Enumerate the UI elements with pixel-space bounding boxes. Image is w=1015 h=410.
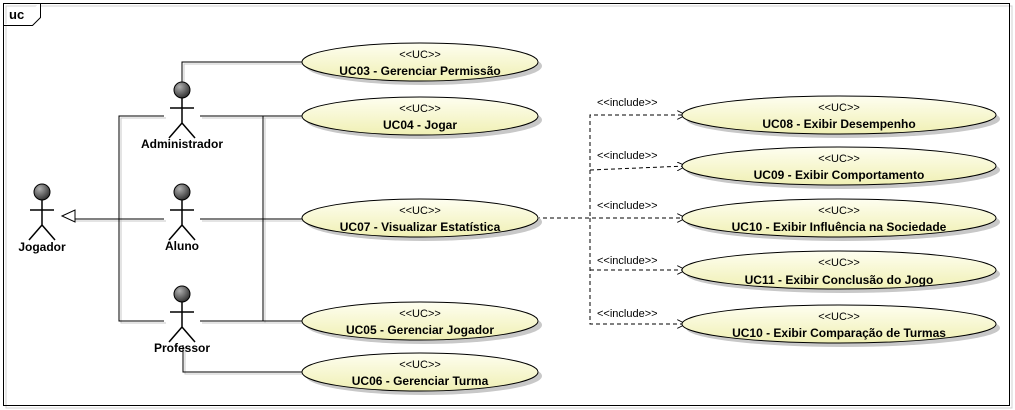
use-case-uc11[interactable]: <<UC>> UC11 - Exibir Conclusão do Jogo [681,250,1000,293]
generalization-lines [60,115,166,324]
include-lines [536,115,686,324]
actor-administrador-label: Administrador [141,137,223,151]
include-labels: <<include>> <<include>> <<include>> <<in… [597,97,658,320]
include-label-uc08: <<include>> [597,97,658,109]
uc04-name: UC04 - Jogar [383,118,457,132]
uc03-stereotype: <<UC>> [399,49,441,61]
include-uc10b-line [589,218,686,324]
include-label-uc10b: <<include>> [597,308,658,320]
use-case-uc06[interactable]: <<UC>> UC06 - Gerenciar Turma [301,352,542,395]
uc06-name: UC06 - Gerenciar Turma [352,374,489,388]
frame-title: uc [9,7,24,22]
use-case-uc08[interactable]: <<UC>> UC08 - Exibir Desempenho [681,95,1000,138]
actor-professor[interactable]: Professor [154,285,210,355]
use-case-uc10b[interactable]: <<UC>> UC10 - Exibir Comparação de Turma… [681,304,1000,347]
gen-arrowhead [60,209,76,223]
include-label-uc09: <<include>> [597,150,658,162]
uc08-stereotype: <<UC>> [818,102,860,114]
uc03-name: UC03 - Gerenciar Permissão [339,64,500,78]
use-case-uc10a[interactable]: <<UC>> UC10 - Exibir Influência na Socie… [681,198,1000,241]
use-case-uc04[interactable]: <<UC>> UC04 - Jogar [301,96,542,139]
actor-jogador[interactable]: Jogador [18,183,66,254]
uc08-name: UC08 - Exibir Desempenho [762,117,915,131]
uc07-stereotype: <<UC>> [399,205,441,217]
uc05-stereotype: <<UC>> [399,308,441,320]
assoc-admin-uc03 [181,61,304,90]
uc11-stereotype: <<UC>> [818,257,860,269]
use-case-uc07[interactable]: <<UC>> UC07 - Visualizar Estatística [301,198,542,241]
use-case-uc03[interactable]: <<UC>> UC03 - Gerenciar Permissão [301,42,542,85]
actor-administrador[interactable]: Administrador [141,81,223,151]
actor-professor-label: Professor [154,341,210,355]
uc06-stereotype: <<UC>> [399,359,441,371]
uc10a-name: UC10 - Exibir Influência na Sociedade [732,220,947,234]
use-case-uc09[interactable]: <<UC>> UC09 - Exibir Comportamento [681,146,1000,189]
actor-aluno[interactable]: Aluno [165,183,199,253]
uc10b-stereotype: <<UC>> [818,311,860,323]
assoc-prof-uc06 [182,345,304,373]
uc09-stereotype: <<UC>> [818,153,860,165]
include-uc08-line [536,115,686,219]
include-label-uc11: <<include>> [597,255,658,267]
uc05-name: UC05 - Gerenciar Jogador [346,323,494,337]
uc07-name: UC07 - Visualizar Estatística [340,220,501,234]
use-case-uc05[interactable]: <<UC>> UC05 - Gerenciar Jogador [301,301,542,344]
actor-jogador-label: Jogador [18,240,66,254]
uc11-name: UC11 - Exibir Conclusão do Jogo [745,273,934,287]
uc09-name: UC09 - Exibir Comportamento [754,168,925,182]
include-uc09-line [589,166,686,170]
actor-aluno-label: Aluno [165,239,199,253]
uc04-stereotype: <<UC>> [399,103,441,115]
uc10a-stereotype: <<UC>> [818,205,860,217]
uc10b-name: UC10 - Exibir Comparação de Turmas [732,326,946,340]
include-label-uc10a: <<include>> [597,200,658,212]
